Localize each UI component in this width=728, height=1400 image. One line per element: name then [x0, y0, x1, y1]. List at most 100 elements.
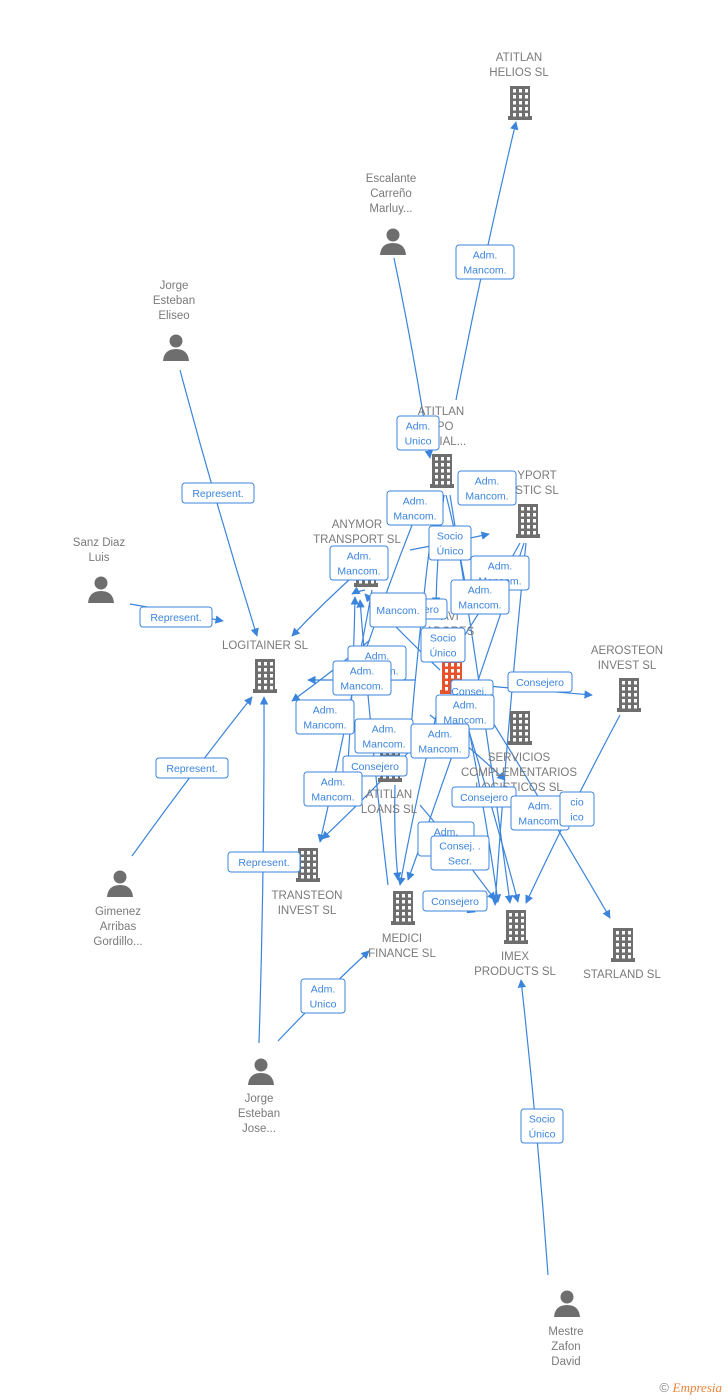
building-window	[519, 107, 522, 111]
edge-label-e17[interactable]: Consejero	[507, 671, 573, 693]
building-window	[457, 675, 460, 679]
person-body	[107, 885, 133, 897]
edge-label-e25[interactable]: Consejero	[451, 786, 517, 808]
node-label-line: ATITLAN	[418, 406, 464, 418]
building-window	[515, 937, 518, 941]
person-head	[386, 228, 400, 242]
node-label-line: LOANS SL	[361, 804, 418, 816]
building-window	[451, 663, 454, 667]
building-window	[634, 693, 637, 697]
building-window	[402, 912, 405, 916]
building-window	[264, 668, 267, 672]
edge-label-text: Adm.	[453, 700, 478, 712]
building-window	[270, 668, 273, 672]
edge-label-e30[interactable]: Represent.	[227, 851, 301, 873]
edge-label-e7[interactable]: Adm.Mancom.	[329, 545, 389, 581]
edge-label-box	[430, 835, 490, 871]
building-window	[622, 705, 625, 709]
edge-label-e5[interactable]: Adm. Mancom.	[386, 490, 444, 526]
building-icon	[504, 910, 528, 944]
edge-label-e29[interactable]: Consej. .Secr.	[430, 835, 490, 871]
node-label-line: MEDICI	[382, 933, 422, 945]
node-label: YPORT STIC SL	[515, 470, 559, 497]
edge-label-e3[interactable]: Represent.	[181, 482, 255, 504]
edge-label-e32[interactable]: Adm.Unico	[300, 978, 346, 1014]
building-window	[513, 714, 516, 718]
edge-label-e2[interactable]: Adm.Unico	[396, 415, 440, 451]
node-starland[interactable]: STARLAND SL	[583, 928, 661, 981]
node-logitainer[interactable]: LOGITAINER SL	[222, 640, 309, 693]
building-window	[258, 686, 261, 690]
node-label-line: YPORT	[517, 470, 556, 482]
building-window	[402, 894, 405, 898]
building-window	[307, 875, 310, 879]
building-window	[515, 919, 518, 923]
edge-label-e21[interactable]: Adm.Mancom.	[410, 723, 470, 759]
building-window	[519, 732, 522, 736]
person-icon	[163, 334, 189, 361]
edge-label-e31[interactable]: Consejero	[422, 890, 488, 912]
edge-label-e15[interactable]: Adm.Mancom.	[332, 660, 392, 696]
building-window	[396, 912, 399, 916]
edge-label-e19[interactable]: Adm.Mancom.	[295, 699, 355, 735]
node-label-line: ANYMOR	[332, 519, 382, 531]
building-window	[396, 918, 399, 922]
edge-label-text: Unico	[310, 999, 337, 1011]
building-window	[622, 693, 625, 697]
building-window	[307, 863, 310, 867]
building-window	[628, 937, 631, 941]
edge-label-e12[interactable]: Mancom.	[369, 592, 427, 628]
person-body	[248, 1073, 274, 1085]
node-airport[interactable]: YPORT STIC SL	[515, 470, 559, 538]
edge-label-e26[interactable]: Adm.Mancom.	[510, 795, 570, 831]
building-base	[253, 689, 277, 693]
edge-label-e20[interactable]: Adm.Mancom.	[354, 718, 414, 754]
edge-label-text: Mancom.	[393, 511, 436, 523]
edge-label-e10[interactable]: Represent.	[139, 606, 213, 628]
person-body	[380, 243, 406, 255]
node-label-line: STIC SL	[515, 485, 559, 497]
building-window	[408, 900, 411, 904]
building-window	[513, 113, 516, 117]
building-window	[435, 475, 438, 479]
edge-label-e22[interactable]: Represent.	[155, 757, 229, 779]
edge-label-box	[420, 627, 466, 663]
building-window	[533, 519, 536, 523]
edge-label-text: Mancom.	[418, 744, 461, 756]
edge-label-e9[interactable]: Adm.Mancom.	[450, 579, 510, 615]
building-window	[527, 513, 530, 517]
edge-label-e23[interactable]: Consejero	[342, 755, 408, 777]
building-window	[408, 912, 411, 916]
node-label-line: ATITLAN	[366, 789, 412, 801]
edge-label-text: Adm.	[403, 496, 428, 508]
building-window	[270, 662, 273, 666]
edge-label-text: Único	[437, 545, 464, 558]
node-label-line: IMEX	[501, 951, 529, 963]
edge-label-e24[interactable]: Adm.Mancom.	[303, 771, 363, 807]
building-window	[622, 699, 625, 703]
edge-label-text: Represent.	[150, 612, 201, 624]
node-label-line: Marluy...	[369, 203, 412, 215]
edge-label-e1[interactable]: Adm.Mancom.	[455, 244, 515, 280]
node-label-line: Escalante	[366, 173, 417, 185]
building-window	[301, 875, 304, 879]
building-window	[435, 457, 438, 461]
edge-label-e4[interactable]: Adm.Mancom.	[457, 470, 517, 506]
building-window	[622, 687, 625, 691]
